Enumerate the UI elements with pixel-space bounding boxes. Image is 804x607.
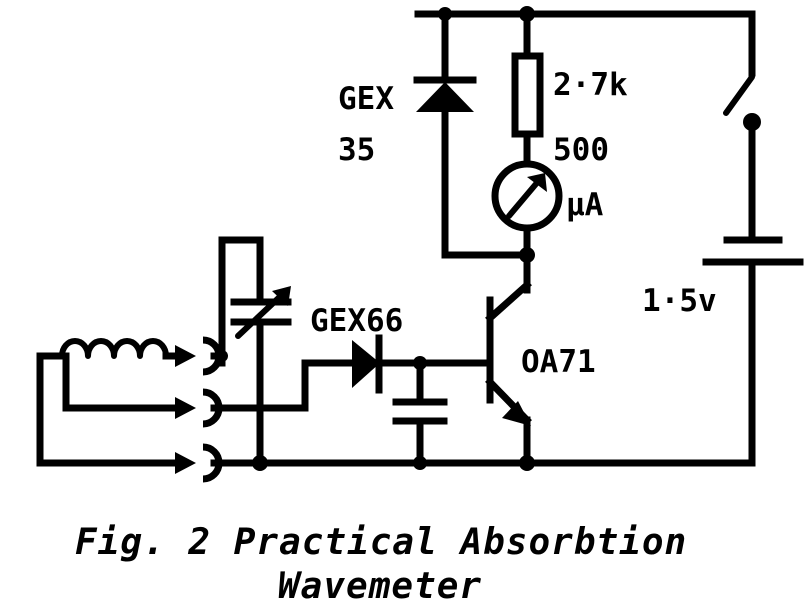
figure-caption-line2: Wavemeter xyxy=(278,566,482,607)
meter-label-line2: µA xyxy=(566,187,604,223)
transistor-collector-lead xyxy=(485,280,532,323)
meter-needle xyxy=(506,175,544,219)
gex35-label-line2: 35 xyxy=(338,132,375,168)
bypass-capacitor-symbol xyxy=(392,359,448,470)
resistor-label: 2·7k xyxy=(553,67,628,103)
plug-pin-1 xyxy=(175,345,196,367)
figure-caption-line1: Fig. 2 Practical Absorbtion xyxy=(75,522,687,563)
switch-blade xyxy=(723,74,755,116)
gex66-diode-symbol xyxy=(301,334,427,394)
meter-needle-arrowhead xyxy=(527,173,547,192)
right-supply-branch xyxy=(702,10,804,467)
tuning-cap-variable-arrow xyxy=(235,288,289,339)
coil-windings xyxy=(59,338,169,359)
battery-label: 1·5v xyxy=(642,283,717,319)
tuning-cap-top-lead xyxy=(218,236,264,367)
meter-label-line1: 500 xyxy=(553,132,609,168)
plug-pin-3 xyxy=(175,452,196,474)
tuning-cap-arrowhead xyxy=(272,286,291,306)
plugin-coil-symbol xyxy=(36,338,179,467)
oa71-label: OA71 xyxy=(521,344,596,380)
gex35-label-line1: GEX xyxy=(338,81,394,117)
resistor-body xyxy=(511,52,544,138)
socket2-to-diode-wire xyxy=(210,359,309,412)
transistor-oa71-symbol xyxy=(416,280,535,471)
gex66-anode-triangle xyxy=(352,340,380,388)
junction-coil-tuningcap xyxy=(216,350,228,362)
diode-anode-triangle xyxy=(416,82,474,112)
resistor-meter-branch xyxy=(491,6,563,294)
gex35-diode-branch xyxy=(413,7,531,259)
plug-pin-2 xyxy=(175,397,196,419)
gex66-label: GEX66 xyxy=(310,303,403,339)
tuning-capacitor-symbol xyxy=(218,236,292,471)
